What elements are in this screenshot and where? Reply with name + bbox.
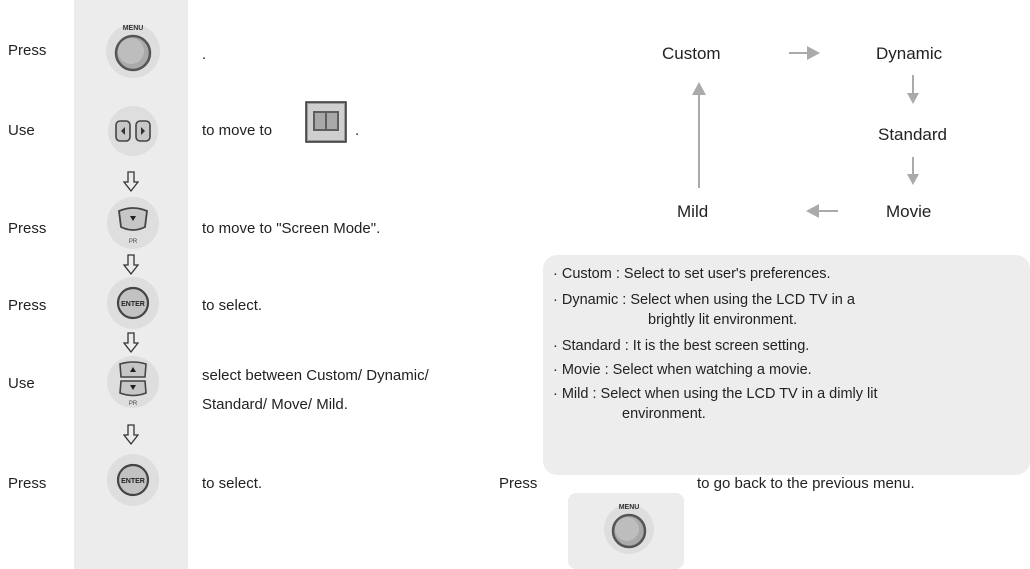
step-1-verb: Press (8, 42, 47, 59)
down-arrow-icon (123, 171, 139, 193)
flow-standard: Standard (878, 125, 947, 144)
arrow-right-icon (789, 46, 820, 60)
step-2-verb: Use (8, 122, 35, 139)
info-dynamic-1: · Dynamic : Select when using the LCD TV… (553, 292, 855, 308)
back-text: to go back to the previous menu. (697, 475, 915, 492)
pr-label: PR (129, 401, 138, 407)
menu-button-icon: MENU (604, 504, 654, 554)
step-4-text: to select. (202, 297, 263, 314)
back-verb: Press (499, 475, 538, 492)
enter-button-icon: ENTER (107, 454, 159, 506)
step-2-text: to move to (202, 122, 273, 139)
step-6-text: to select. (202, 475, 263, 492)
step-6-verb: Press (8, 475, 47, 492)
step-2-suffix: . (355, 122, 360, 139)
arrow-up-icon (692, 82, 706, 188)
pr-label: PR (129, 239, 138, 245)
flow-dynamic: Dynamic (876, 44, 943, 63)
down-arrow-icon (123, 254, 139, 276)
flow-custom: Custom (662, 44, 721, 63)
info-mild-1: · Mild : Select when using the LCD TV in… (553, 386, 878, 402)
flow-mild: Mild (677, 202, 709, 221)
down-arrow-icon (907, 75, 919, 104)
enter-button-label: ENTER (121, 301, 145, 308)
up-down-button-icon: PR (107, 356, 159, 408)
step-3-text: to move to "Screen Mode". (202, 220, 381, 237)
menu-button-icon: MENU (106, 24, 160, 78)
menu-button-label: MENU (123, 25, 144, 32)
step-4-verb: Press (8, 297, 47, 314)
down-arrow-icon (123, 424, 139, 446)
left-right-button-icon (108, 106, 158, 156)
down-button-icon: PR (107, 197, 159, 249)
step-5-verb: Use (8, 375, 35, 392)
enter-button-label: ENTER (121, 478, 145, 485)
step-5-text-line1: select between Custom/ Dynamic/ (202, 367, 429, 384)
screen-menu-icon (305, 101, 347, 143)
info-custom: · Custom : Select to set user's preferen… (553, 266, 831, 282)
step-5-text-line2: Standard/ Move/ Mild. (202, 396, 348, 413)
info-mild-2: environment. (622, 406, 706, 422)
menu-button-label: MENU (619, 504, 640, 511)
enter-button-icon: ENTER (107, 277, 159, 329)
info-dynamic-2: brightly lit environment. (648, 312, 798, 328)
arrow-left-icon (806, 204, 838, 218)
info-standard: · Standard : It is the best screen setti… (553, 338, 810, 354)
down-arrow-icon (907, 157, 919, 185)
down-arrow-icon (123, 332, 139, 354)
info-box (543, 255, 1030, 475)
step-3-verb: Press (8, 220, 47, 237)
info-movie: · Movie : Select when watching a movie. (553, 362, 812, 378)
step-1-text: . (202, 46, 207, 63)
flow-movie: Movie (886, 202, 932, 221)
